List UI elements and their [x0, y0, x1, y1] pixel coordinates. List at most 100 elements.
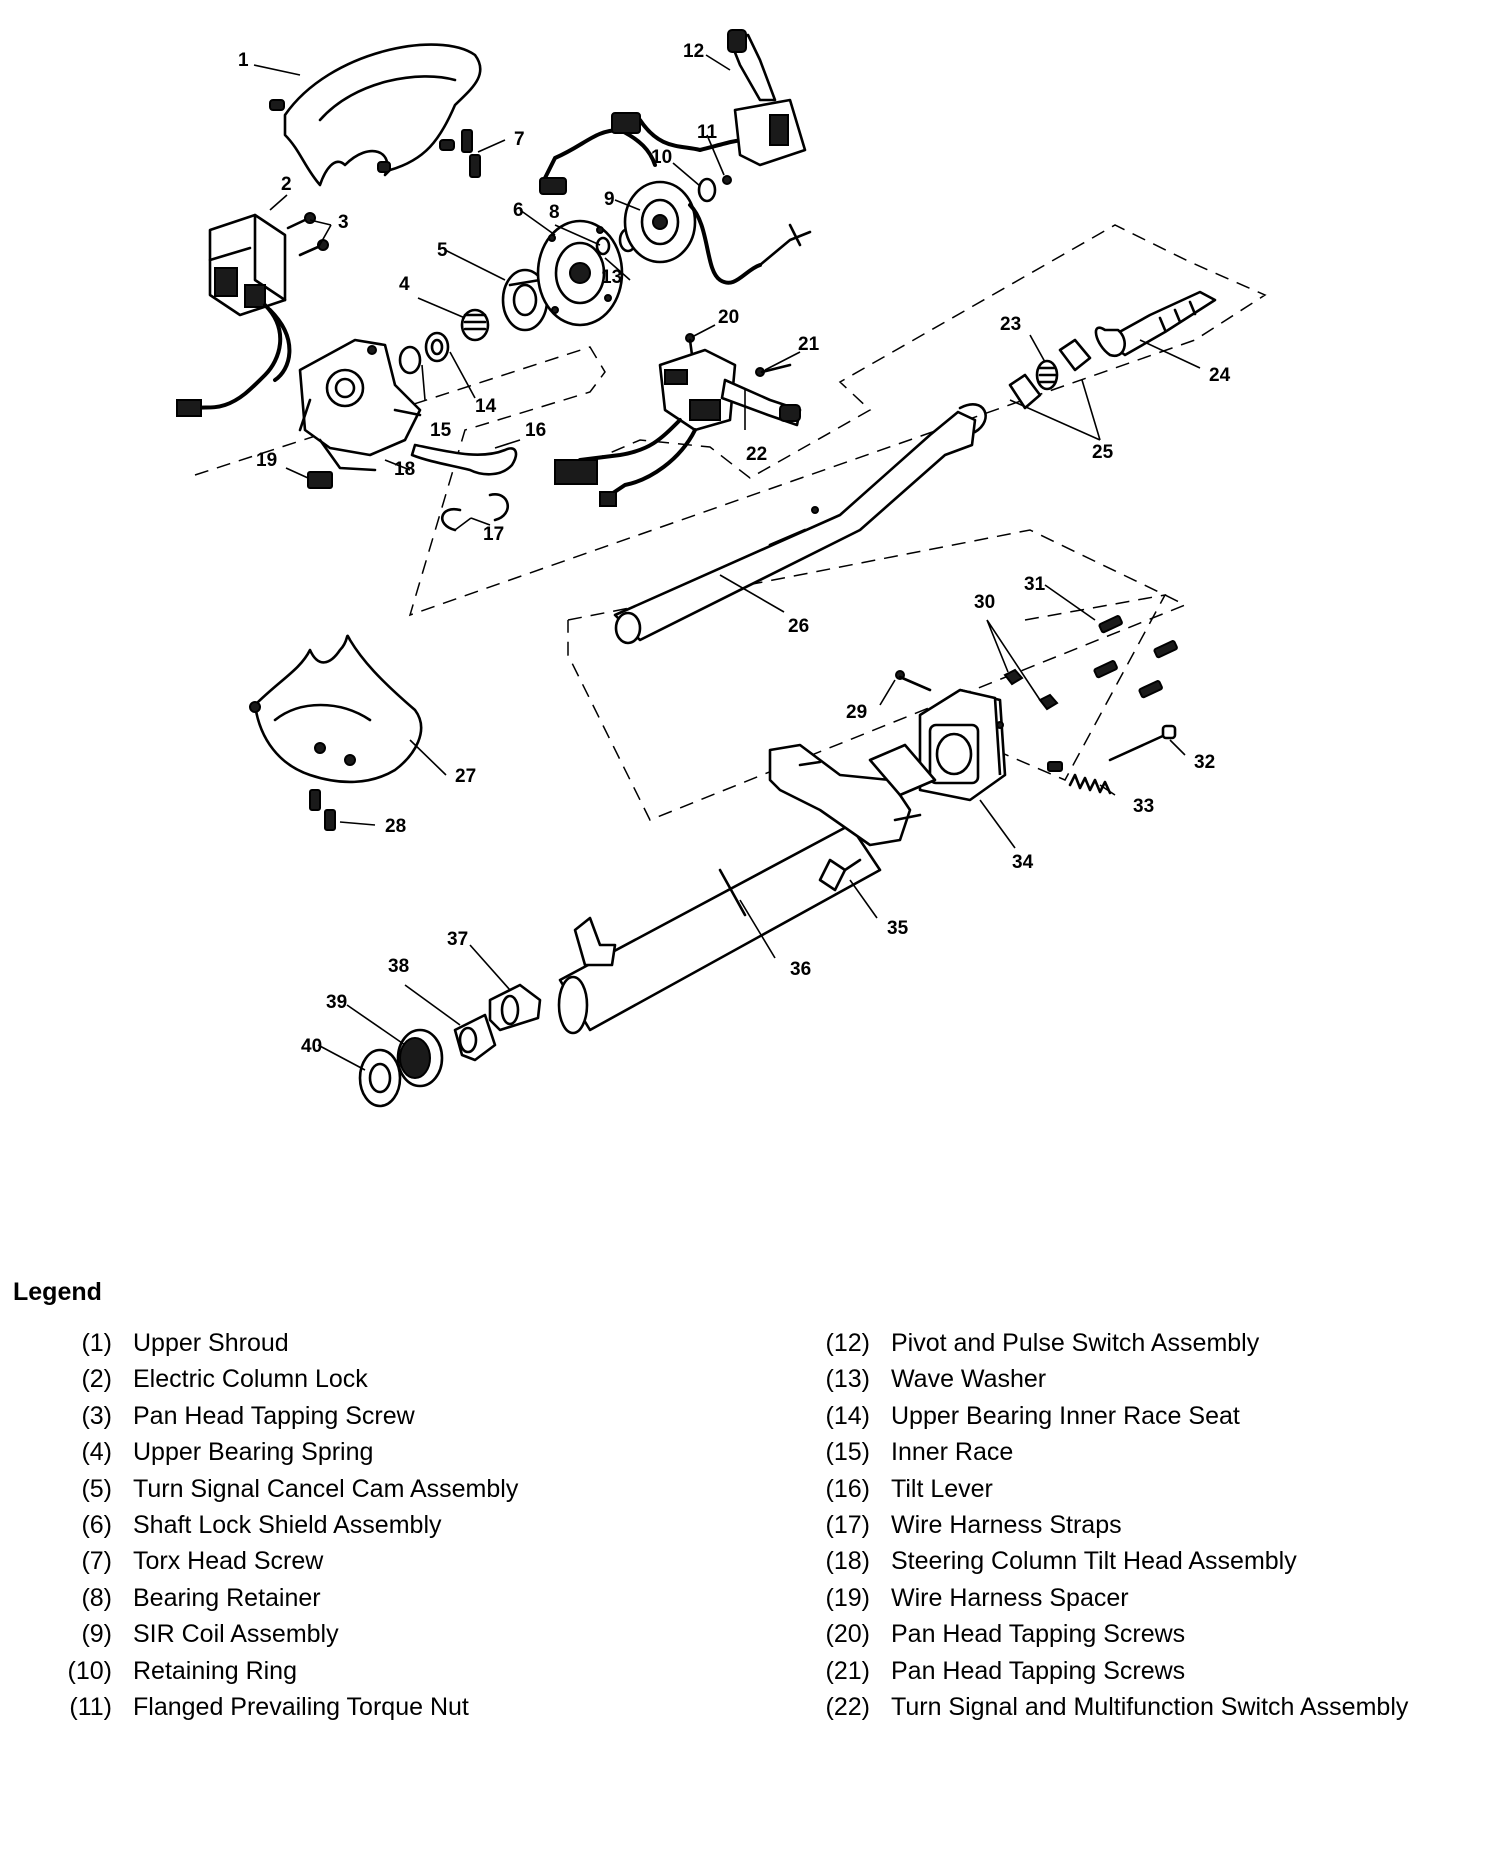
- callout-35: 35: [887, 918, 909, 939]
- tilt-spring: [1068, 773, 1112, 795]
- callout-13: 13: [601, 267, 622, 288]
- lower-shroud-screws: [309, 789, 336, 831]
- flanged-prevailing-torque-nut: [722, 175, 732, 185]
- legend-item-label: Upper Shroud: [133, 1329, 289, 1357]
- housing-screws: [895, 615, 1178, 772]
- callout-3: 3: [338, 212, 349, 233]
- legend-item: (14)Upper Bearing Inner Race Seat: [770, 1398, 1470, 1434]
- legend-item-label: Torx Head Screw: [133, 1547, 324, 1576]
- legend-item: (8)Bearing Retainer: [0, 1580, 700, 1616]
- legend-item-number: (13): [825, 1365, 870, 1394]
- callout-28: 28: [385, 816, 406, 837]
- callout-14: 14: [475, 396, 497, 417]
- legend-item-label: SIR Coil Assembly: [133, 1620, 339, 1649]
- legend-item-number: (4): [81, 1438, 112, 1467]
- legend-item-number: (22): [825, 1692, 870, 1721]
- electric-column-lock: [176, 213, 292, 417]
- legend-item-label: Shaft Lock Shield Assembly: [133, 1510, 442, 1539]
- legend-item-number: (12): [825, 1329, 870, 1357]
- legend-item-label: Upper Bearing Inner Race Seat: [891, 1401, 1240, 1430]
- callout-39: 39: [326, 992, 347, 1013]
- legend-item-label: Turn Signal Cancel Cam Assembly: [133, 1474, 519, 1503]
- legend-item-number: (10): [67, 1656, 112, 1685]
- callout-9: 9: [604, 189, 615, 210]
- centering-spheres: [1035, 359, 1059, 391]
- legend-item-number: (20): [825, 1620, 870, 1649]
- sir-coil-assembly: [623, 180, 812, 285]
- legend-item: (22)Turn Signal and Multifunction Switch…: [770, 1689, 1470, 1755]
- callout-16: 16: [525, 420, 546, 441]
- callout-7: 7: [514, 129, 525, 150]
- pan-head-tapping-screws-21: [755, 363, 792, 377]
- legend-item-label: Flanged Prevailing Torque Nut: [133, 1692, 469, 1721]
- legend-item-label: Upper Bearing Spring: [133, 1438, 374, 1467]
- legend-item-number: (19): [825, 1583, 870, 1612]
- assembly-outline-housing: [959, 593, 1167, 781]
- legend-item-label: Pan Head Tapping Screws: [891, 1656, 1186, 1685]
- lower-bearing-adapter: [396, 1028, 444, 1088]
- callout-1: 1: [238, 50, 249, 71]
- legend-item: (18)Steering Column Tilt Head Assembly: [770, 1543, 1470, 1579]
- callout-4: 4: [399, 274, 410, 295]
- callout-40: 40: [301, 1036, 322, 1057]
- callout-10: 10: [651, 147, 672, 168]
- legend-item-number: (3): [81, 1401, 112, 1430]
- legend-item-number: (5): [81, 1474, 112, 1503]
- wire-harness-straps: [441, 493, 510, 532]
- legend-item: (11) Flanged Prevailing Torque Nut: [0, 1689, 700, 1725]
- legend-item: (1)Upper Shroud: [0, 1325, 700, 1361]
- housing-nuts: [1003, 668, 1059, 711]
- callout-19: 19: [256, 450, 277, 471]
- legend-item: (16)Tilt Lever: [770, 1471, 1470, 1507]
- column-jacket: [557, 823, 882, 1035]
- legend-item: (17)Wire Harness Straps: [770, 1507, 1470, 1543]
- column-support-bracket: [768, 743, 937, 847]
- upper-shroud: [269, 43, 482, 187]
- legend-item-label: Inner Race: [891, 1438, 1014, 1467]
- callout-24: 24: [1209, 365, 1231, 386]
- legend-item-label: Electric Column Lock: [133, 1365, 368, 1394]
- legend-item: (4) Upper Bearing Spring: [0, 1434, 700, 1470]
- shaft-lock-shield: [536, 219, 624, 327]
- callout-5: 5: [437, 240, 448, 261]
- legend-item-label: Retaining Ring: [133, 1656, 297, 1685]
- legend-item: (9)SIR Coil Assembly: [0, 1616, 700, 1652]
- legend-item-number: (8): [81, 1583, 112, 1612]
- turn-signal-multifunction-switch: [554, 348, 802, 507]
- legend-item-label: Steering Column Tilt Head Assembly: [891, 1547, 1297, 1576]
- wire-harness-spacer: [307, 471, 333, 489]
- legend-item-number: (2): [81, 1365, 112, 1394]
- callout-6: 6: [513, 200, 524, 221]
- legend-item-number: (21): [825, 1656, 870, 1685]
- upper-bearing-inner-race-seat: [424, 331, 450, 363]
- adapter-and-bearing: [488, 983, 542, 1032]
- bearing-retainer: [595, 236, 611, 256]
- legend-item-label: Pivot and Pulse Switch Assembly: [891, 1329, 1260, 1357]
- legend-item-label: Pan Head Tapping Screw: [133, 1401, 415, 1430]
- callout-36: 36: [790, 959, 811, 980]
- callout-25: 25: [1092, 442, 1114, 463]
- wire-clip: [818, 858, 862, 892]
- legend-item-label: Pan Head Tapping Screws: [891, 1620, 1186, 1649]
- housing: [918, 688, 1007, 802]
- steering-column-tilt-head: [298, 338, 422, 472]
- callout-labels: 1 2 3 4 5 6 7 8 9 10 11 12 13 14 15 16 1…: [238, 41, 1231, 1057]
- leader-lines: [253, 54, 1201, 1071]
- legend-item-label: Wire Harness Spacer: [891, 1583, 1129, 1612]
- legend-item-number: (11): [69, 1692, 112, 1721]
- legend-item-number: (17): [825, 1510, 870, 1539]
- legend-item-number: (7): [81, 1547, 112, 1576]
- legend-item-number: (16): [825, 1474, 870, 1503]
- callout-12: 12: [683, 41, 704, 62]
- lower-bearing-spring-seat: [453, 1013, 497, 1062]
- upper-bearing-spring: [460, 308, 490, 342]
- callout-30: 30: [974, 592, 995, 613]
- steering-shaft: [613, 403, 987, 645]
- tilt-spring-guide-bolt: [1108, 724, 1177, 762]
- callout-11: 11: [697, 122, 718, 143]
- callout-18: 18: [394, 459, 415, 480]
- callout-15: 15: [430, 420, 452, 441]
- callout-31: 31: [1024, 574, 1046, 595]
- legend-item: (2) Electric Column Lock: [0, 1361, 700, 1397]
- legend-item: (5) Turn Signal Cancel Cam Assembly: [0, 1471, 700, 1507]
